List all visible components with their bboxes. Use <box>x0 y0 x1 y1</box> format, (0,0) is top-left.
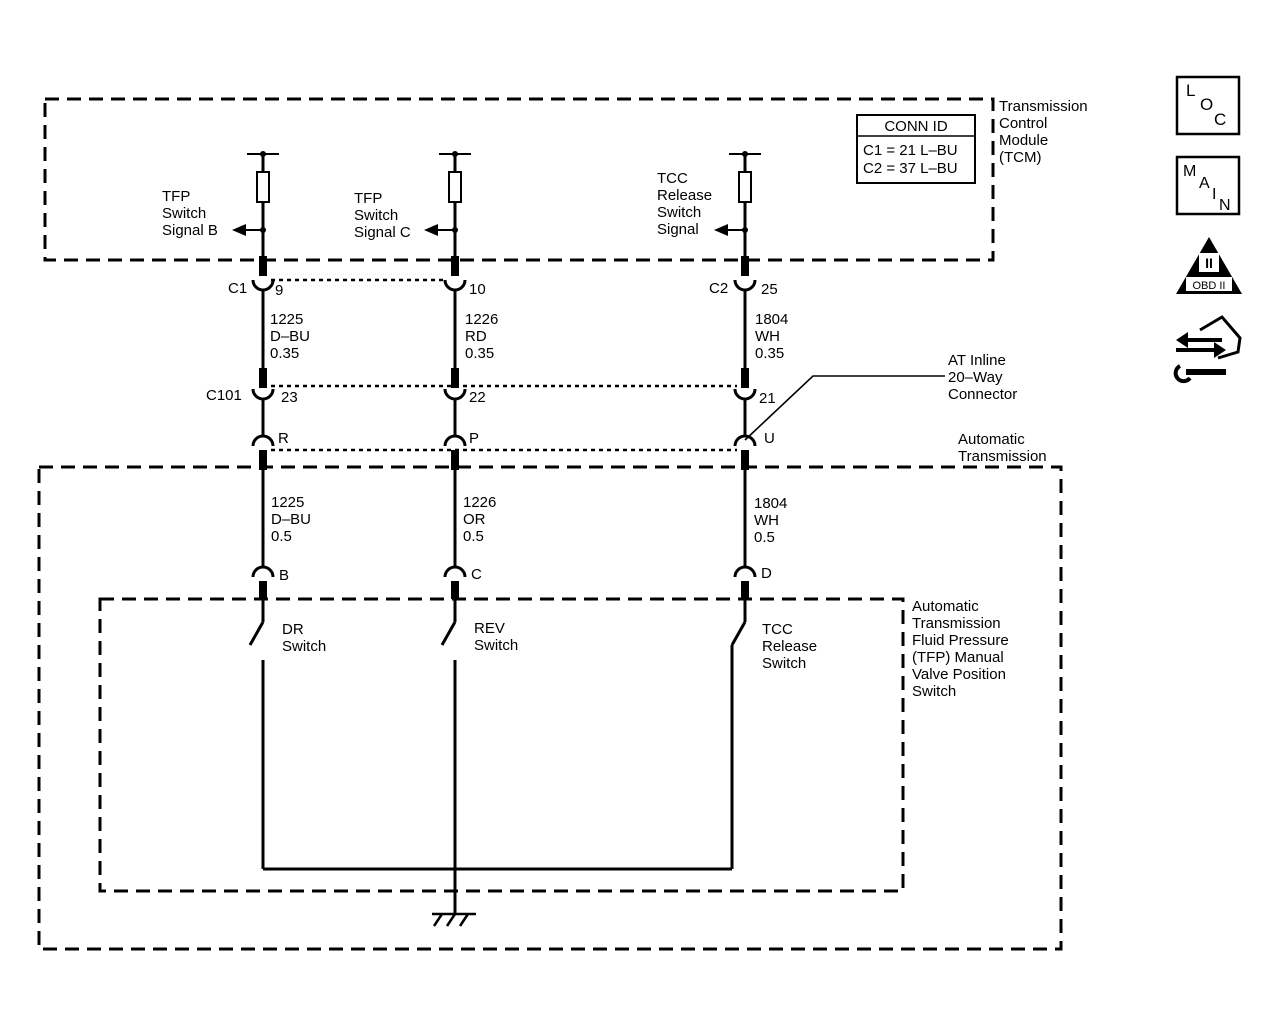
connector-c101-label: C101 <box>206 387 242 404</box>
svg-text:I: I <box>1212 186 1216 203</box>
inline-connector-name: AT Inline 20–Way Connector <box>948 352 1017 403</box>
pullup-resistor <box>738 171 752 203</box>
connector-c1-label: C1 <box>228 280 247 297</box>
main-icon[interactable]: M A I N <box>1175 155 1241 216</box>
conn-id-c1: C1 = 21 L–BU <box>863 142 958 159</box>
pullup-resistor <box>256 171 270 203</box>
wire-label: 1226 RD 0.35 <box>465 311 503 362</box>
pin-label: 10 <box>469 281 486 298</box>
connector-c2-label: C2 <box>709 280 728 297</box>
svg-text:II: II <box>1205 255 1213 271</box>
pin-label: 21 <box>759 390 776 407</box>
tcm-name: Transmission Control Module (TCM) <box>999 98 1092 166</box>
conn-id-c2: C2 = 37 L–BU <box>863 160 958 177</box>
svg-text:M: M <box>1183 163 1196 180</box>
pin-label: P <box>469 430 479 447</box>
wire-label: 1225 D–BU 0.35 <box>270 311 314 362</box>
pin-label: B <box>279 567 289 584</box>
conn-id-box: CONN ID C1 = 21 L–BU C2 = 37 L–BU <box>856 114 976 184</box>
dr-switch-label: DR Switch <box>282 621 326 655</box>
pin-label: D <box>761 565 772 582</box>
pin-label: 22 <box>469 389 486 406</box>
transmission-boundary <box>37 465 1063 951</box>
signal-c-label: TFP Switch Signal C <box>354 190 411 241</box>
tfp-switch-boundary <box>98 597 905 893</box>
arrows-wrench-icon[interactable] <box>1173 315 1242 384</box>
inline-leader-line <box>744 375 945 441</box>
tcm-boundary <box>43 97 995 262</box>
svg-text:A: A <box>1199 175 1210 192</box>
svg-text:L: L <box>1186 81 1195 100</box>
wire-label: 1226 OR 0.5 <box>463 494 501 545</box>
signal-arrow-icon <box>714 224 728 236</box>
rev-switch-label: REV Switch <box>474 620 518 654</box>
pin-label: 23 <box>281 389 298 406</box>
dr-switch-contact <box>248 621 265 646</box>
tcc-switch-contact <box>730 621 747 646</box>
wire-label: 1804 WH 0.35 <box>755 311 793 362</box>
pin-label: C <box>471 566 482 583</box>
pin-label: 9 <box>275 282 283 299</box>
conn-id-title: CONN ID <box>884 118 948 135</box>
rev-switch-contact <box>440 621 457 646</box>
tfp-switch-name: Automatic Transmission Fluid Pressure (T… <box>912 598 1013 700</box>
signal-tcc-label: TCC Release Switch Signal <box>657 170 716 238</box>
pin-label: U <box>764 430 775 447</box>
circuit-tcc-release <box>714 151 761 869</box>
signal-arrow-icon <box>424 224 438 236</box>
circuit-tfp-c <box>424 151 471 914</box>
wire-label: 1804 WH 0.5 <box>754 495 792 546</box>
pin-label: R <box>278 430 289 447</box>
pullup-resistor <box>448 171 462 203</box>
svg-text:C: C <box>1214 110 1226 129</box>
ground-icon <box>432 912 476 927</box>
transmission-name: Automatic Transmission <box>958 431 1047 465</box>
loc-icon[interactable]: L O C <box>1175 75 1241 136</box>
svg-text:OBD II: OBD II <box>1192 280 1225 292</box>
obd-ii-icon[interactable]: II OBD II <box>1176 237 1242 294</box>
signal-b-label: TFP Switch Signal B <box>162 188 218 239</box>
pin-label: 25 <box>761 281 778 298</box>
signal-arrow-icon <box>232 224 246 236</box>
tcc-switch-label: TCC Release Switch <box>762 621 821 672</box>
wire-label: 1225 D–BU 0.5 <box>271 494 315 545</box>
svg-text:N: N <box>1219 197 1231 214</box>
circuit-tfp-b <box>232 151 279 869</box>
svg-text:O: O <box>1200 95 1213 114</box>
